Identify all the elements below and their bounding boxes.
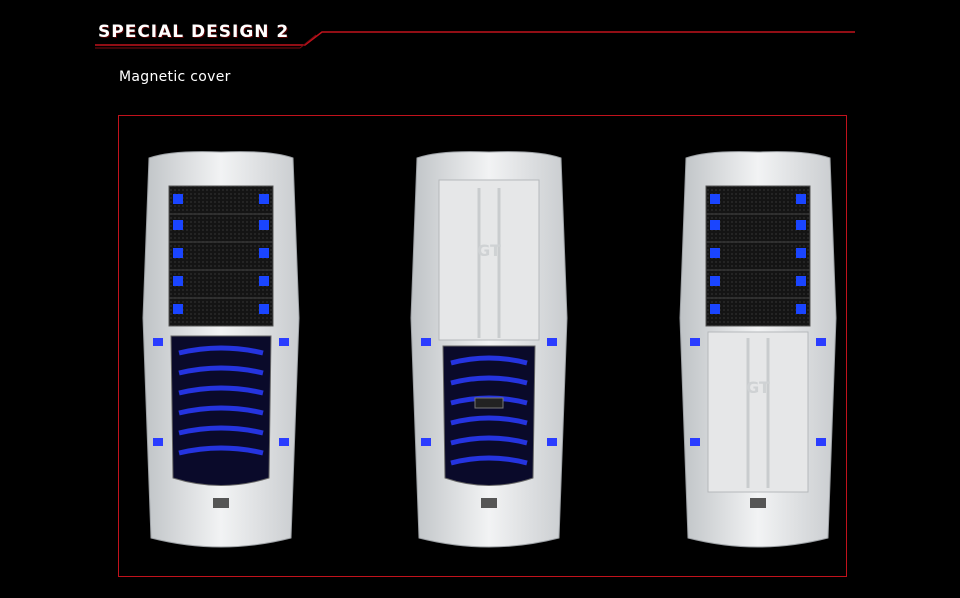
page-title: SPECIAL DESIGN 2: [98, 22, 290, 42]
section-header: SPECIAL DESIGN 2: [0, 0, 960, 50]
case-image-cover-open: [141, 148, 301, 563]
case-image-cover-top: GT: [409, 148, 569, 563]
gt-logo-bottom: GT: [746, 378, 770, 397]
image-frame: [118, 115, 847, 577]
gt-logo-top: GT: [477, 241, 501, 260]
section-subtitle: Magnetic cover: [119, 69, 231, 85]
case-image-cover-bottom: GT: [678, 148, 838, 563]
title-underline: [95, 31, 855, 49]
